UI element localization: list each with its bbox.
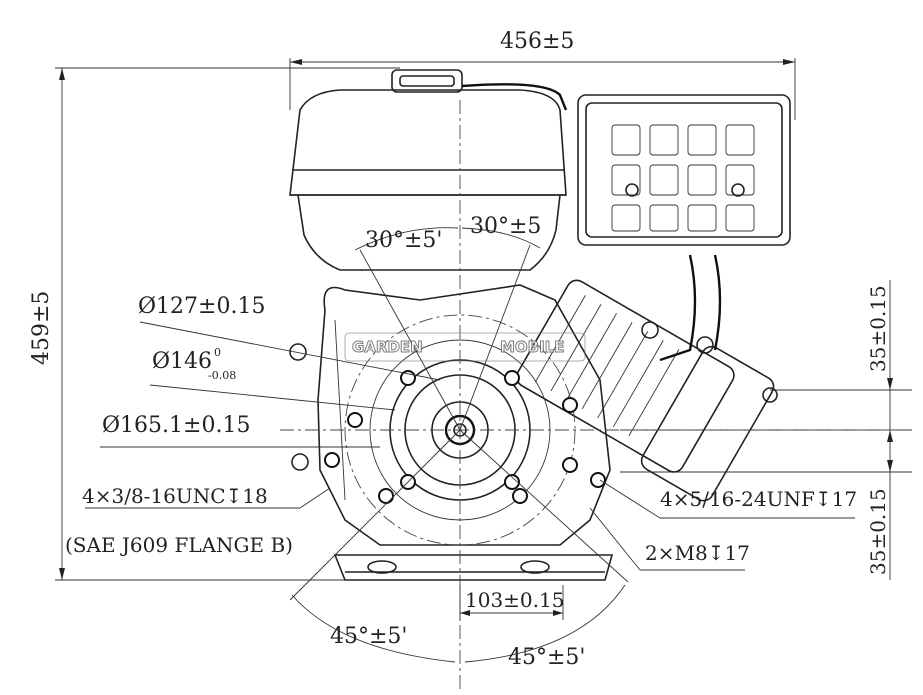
- air-filter-housing: [577, 94, 791, 246]
- overall-width-label: 456±5: [500, 29, 574, 54]
- thread-left-label: 4×3/8-16UNC↧18: [82, 484, 268, 508]
- dia-146-tol-lower: -0.08: [208, 369, 236, 382]
- right-callouts: 4×5/16-24UNF↧17 2×M8↧17: [589, 479, 857, 571]
- fuel-tank: [289, 69, 568, 271]
- offset-lower-label: 35±0.15: [866, 488, 890, 575]
- cylinder-block: [515, 254, 778, 502]
- top-angle-annotations: 30°±5' 30°±5: [354, 214, 541, 253]
- mounting-base: [333, 554, 614, 581]
- watermark-line1: GARDEN: [352, 338, 423, 356]
- offset-upper-label: 35±0.15: [866, 285, 890, 372]
- watermark-logo: GARDEN MOBILE: [344, 332, 586, 362]
- center-lines: [280, 100, 900, 690]
- overall-width-dimension: 456±5: [289, 29, 796, 120]
- dia-127-label: Ø127±0.15: [138, 294, 265, 319]
- thread-right-label: 4×5/16-24UNF↧17: [660, 487, 857, 511]
- base-width-label: 103±0.15: [465, 588, 564, 612]
- angle-bottom-left-label: 45°±5': [330, 624, 407, 649]
- dia-146-label: Ø146: [152, 349, 212, 374]
- bottom-angle-annotations: 45°±5' 45°±5': [289, 429, 629, 670]
- crankcase: [289, 284, 611, 546]
- angle-bottom-right-label: 45°±5': [508, 645, 585, 670]
- angle-right-top-label: 30°±5: [470, 214, 541, 239]
- overall-height-dimension: 459±5: [29, 67, 400, 581]
- holes-m8-label: 2×M8↧17: [645, 541, 750, 565]
- overall-height-label: 459±5: [29, 291, 54, 365]
- dia-146-tol-upper: 0: [214, 346, 221, 359]
- angle-left-top-label: 30°±5': [365, 228, 442, 253]
- dia-165-label: Ø165.1±0.15: [102, 413, 250, 438]
- base-width-dimension: 103±0.15: [459, 585, 564, 620]
- flange-note-label: (SAE J609 FLANGE B): [65, 533, 293, 557]
- watermark-line2: MOBILE: [500, 338, 565, 356]
- left-callouts: Ø127±0.15 Ø146 0 -0.08 Ø165.1±0.15 4×3/8…: [65, 294, 441, 557]
